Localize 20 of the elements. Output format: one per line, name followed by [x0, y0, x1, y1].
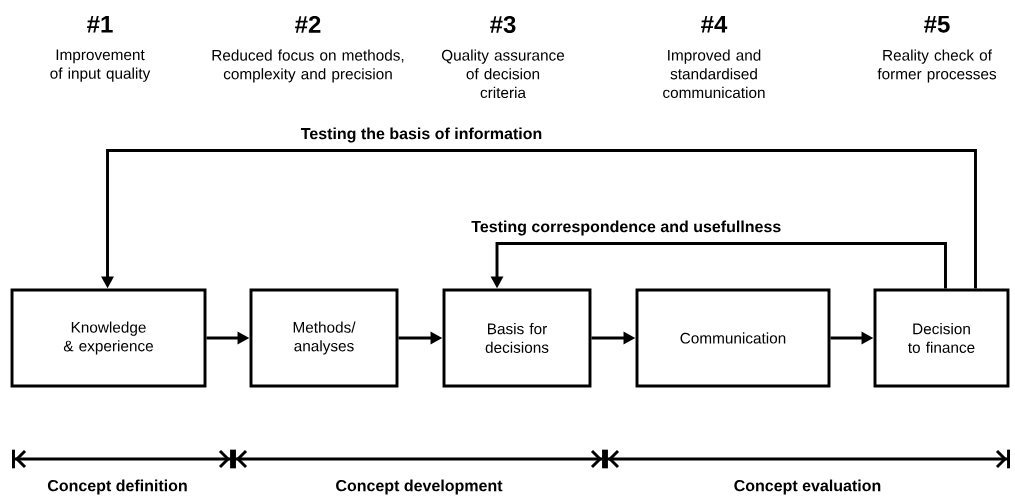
step-number: #5 — [924, 15, 950, 33]
step-number: #1 — [87, 15, 113, 33]
phase-label: Concept definition — [47, 479, 187, 495]
step-number: #2 — [295, 15, 321, 33]
process-box: Knowledge & experience — [10, 288, 207, 388]
process-box: Decision to finance — [873, 288, 1010, 388]
edge-label: Testing the basis of information — [300, 127, 542, 143]
process-box: Basis for decisions — [442, 288, 592, 388]
step-description: Improvement of input quality — [50, 49, 151, 82]
step-description: Improved and standardised communication — [663, 49, 765, 99]
process-box: Methods/ analyses — [249, 288, 399, 388]
step-description: Reality check of former processes — [877, 49, 997, 83]
step-number: #4 — [701, 15, 728, 33]
phase-label: Concept development — [336, 479, 503, 495]
step-description: Reduced focus on methods, complexity and precision — [212, 49, 404, 83]
step-number: #3 — [490, 15, 516, 33]
process-box: Communication — [635, 288, 831, 388]
step-description: Quality assurance of decision criteria — [441, 49, 565, 99]
edge-label: Testing correspondence and usefullness — [471, 220, 781, 236]
phase-label: Concept evaluation — [734, 479, 881, 495]
